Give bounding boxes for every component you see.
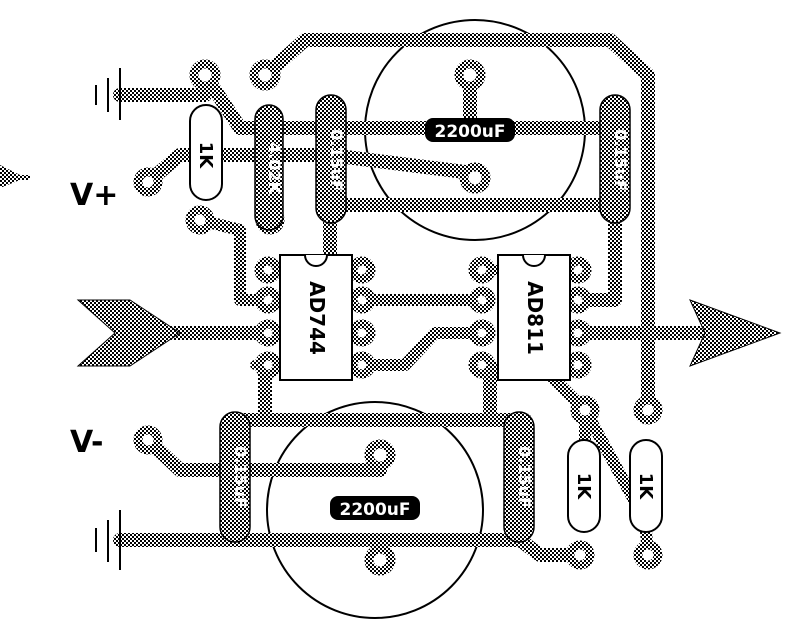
input-arrow-icon (76, 299, 181, 367)
ic1-body (279, 254, 353, 381)
cap-bottom-outline (266, 401, 484, 619)
c2-label: 0.15uF (611, 129, 630, 191)
ic2-label: AD811 (523, 281, 547, 355)
ground-symbol-top-icon (95, 68, 121, 120)
r1-label: 1K (195, 142, 216, 170)
c3-label: 0.15uF (231, 446, 250, 508)
cap-bottom-label-box (330, 496, 420, 520)
r4-label: 1K (635, 473, 656, 501)
component-bodies (219, 94, 631, 543)
edge-arrow-icon (0, 165, 30, 188)
cap-bottom-label: 2200uF (339, 500, 410, 520)
resistor-bodies (189, 104, 663, 533)
r3-label: 1K (573, 473, 594, 501)
c4-label: 0.15uF (515, 446, 534, 508)
ic2-body (497, 254, 571, 381)
cap-top-label-box (425, 118, 515, 142)
c1-label: 0.15uF (327, 129, 346, 191)
output-arrow-icon (689, 299, 782, 367)
vminus-label: V- (70, 425, 104, 460)
r2-label: 4.02K (265, 142, 284, 194)
cap-top-label: 2200uF (434, 122, 505, 142)
vplus-label: V+ (70, 178, 118, 213)
ground-symbol-bottom-icon (95, 510, 121, 570)
ic1-label: AD744 (305, 281, 329, 355)
